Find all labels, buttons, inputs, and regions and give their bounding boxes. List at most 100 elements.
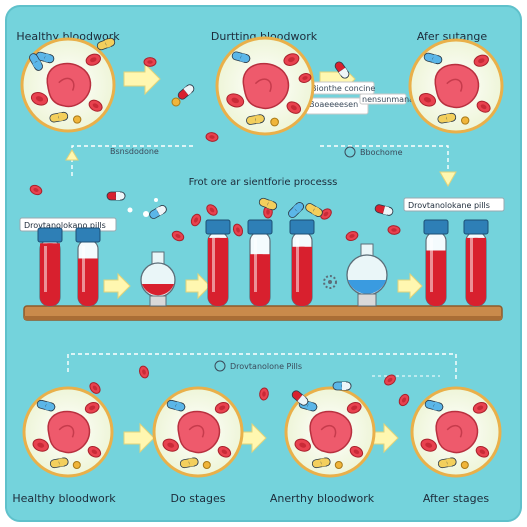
red-cell bbox=[475, 446, 490, 458]
floating-cells-and-pills bbox=[29, 37, 410, 407]
red-cell bbox=[398, 393, 410, 407]
large-cell bbox=[309, 410, 353, 454]
large-cell bbox=[177, 410, 221, 454]
flask-right bbox=[346, 243, 388, 307]
test-tube bbox=[423, 219, 449, 307]
flask-left bbox=[140, 251, 176, 307]
bottom-label-3: Anerthy bloodwork bbox=[270, 492, 375, 505]
info-icon bbox=[344, 146, 356, 158]
pill-capsule bbox=[424, 399, 444, 412]
red-cell bbox=[349, 446, 364, 458]
red-cell bbox=[190, 213, 202, 227]
red-cell bbox=[346, 401, 362, 414]
pill-capsule bbox=[49, 457, 69, 469]
red-cell bbox=[384, 374, 396, 386]
pill-capsule bbox=[177, 84, 195, 100]
tube-cap bbox=[423, 219, 449, 235]
red-cell bbox=[206, 204, 218, 216]
shelf-edge bbox=[24, 316, 502, 320]
bubble bbox=[143, 211, 149, 217]
red-cell bbox=[320, 208, 332, 220]
bottom-label-4: After stages bbox=[423, 492, 489, 505]
red-cell bbox=[89, 382, 101, 394]
pill-capsule bbox=[231, 51, 251, 63]
bottom-arrow-1 bbox=[123, 422, 155, 454]
red-cell bbox=[226, 93, 245, 108]
pill-capsule bbox=[332, 381, 352, 391]
pill-capsule bbox=[49, 111, 69, 123]
red-cell bbox=[420, 438, 437, 452]
red-cell bbox=[472, 401, 488, 414]
tube-cap bbox=[205, 219, 231, 235]
red-cell bbox=[345, 230, 359, 242]
right-pill-label: Drovtanolokane pills bbox=[408, 201, 490, 210]
tube-cap bbox=[37, 227, 63, 243]
label-left-small: Bsnsdodone bbox=[110, 147, 159, 156]
red-cell bbox=[298, 73, 312, 83]
bottom-flow-path bbox=[67, 353, 457, 380]
test-tube bbox=[205, 219, 231, 307]
test-tube bbox=[75, 227, 101, 307]
bubble bbox=[127, 207, 133, 213]
red-cell bbox=[30, 92, 49, 106]
tube-cap bbox=[463, 219, 489, 235]
microscope-view bbox=[215, 36, 315, 136]
right-pill-label-box bbox=[403, 197, 505, 212]
red-cell bbox=[418, 93, 437, 107]
red-cell bbox=[139, 365, 149, 379]
red-cell bbox=[85, 53, 101, 66]
bottom-label-2: Do stages bbox=[171, 492, 226, 505]
large-cell bbox=[434, 63, 480, 109]
red-cell bbox=[286, 101, 302, 114]
red-cell bbox=[232, 223, 244, 237]
tube-cap bbox=[289, 219, 315, 235]
process-title: Frot ore ar sientforie processs bbox=[189, 177, 338, 188]
pill-capsule bbox=[96, 37, 116, 51]
red-cell bbox=[162, 438, 179, 452]
top-flow-path bbox=[71, 145, 449, 176]
pill-capsule bbox=[258, 197, 278, 211]
pill-capsule bbox=[288, 202, 304, 218]
shelf-arrow-2 bbox=[185, 272, 211, 300]
microscope-view bbox=[152, 386, 244, 478]
pill-capsule bbox=[374, 204, 394, 216]
large-cell bbox=[47, 410, 91, 454]
red-cell bbox=[259, 387, 269, 401]
pill-capsule bbox=[246, 114, 265, 125]
top-label-2: Durtting bloodwork bbox=[211, 30, 318, 43]
red-cell bbox=[32, 438, 49, 452]
test-tube bbox=[37, 227, 63, 307]
red-cell bbox=[217, 446, 232, 458]
microscope-view bbox=[20, 37, 116, 133]
red-cell bbox=[84, 401, 100, 414]
red-cell bbox=[88, 99, 103, 112]
test-tube bbox=[289, 219, 315, 307]
tag-c bbox=[359, 93, 407, 105]
microscope-view bbox=[408, 38, 504, 134]
red-cell bbox=[294, 438, 311, 452]
pill-capsule bbox=[36, 399, 56, 412]
tag-b-text: Boaeeeesen bbox=[309, 100, 358, 109]
down-arrow bbox=[439, 171, 457, 188]
bubble bbox=[154, 198, 158, 202]
test-tube bbox=[463, 219, 489, 307]
large-cell bbox=[46, 62, 92, 108]
red-cell bbox=[29, 184, 43, 196]
pill-capsule bbox=[423, 52, 443, 65]
pill-capsule bbox=[305, 203, 323, 217]
left-pill-label: Drovtanolokano pills bbox=[24, 221, 106, 230]
yellow-dot bbox=[171, 97, 181, 107]
microscope-view bbox=[22, 386, 114, 478]
test-tubes bbox=[37, 219, 489, 307]
pill-capsule bbox=[179, 457, 199, 469]
pill-capsule bbox=[29, 53, 43, 71]
middle-pill-label: Drovtanolone Pills bbox=[230, 362, 302, 371]
large-cell bbox=[435, 410, 479, 454]
red-cell bbox=[214, 401, 230, 414]
tube-cap bbox=[247, 219, 273, 235]
red-cell bbox=[143, 57, 157, 67]
red-cell bbox=[205, 132, 219, 142]
pill-capsule bbox=[334, 61, 350, 79]
